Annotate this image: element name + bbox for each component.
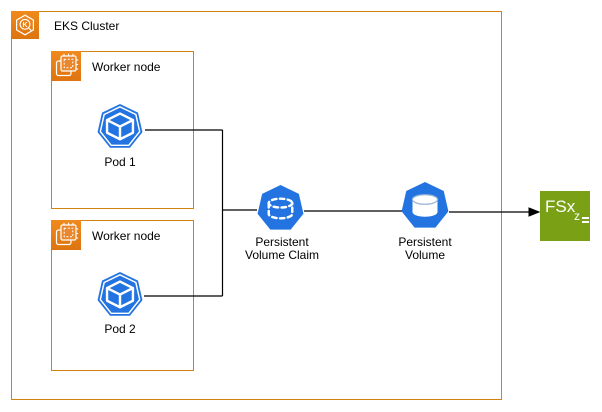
persistent-volume-label: Persistent Volume	[365, 236, 485, 262]
pod-2-label: Pod 2	[104, 322, 136, 336]
eks-cluster-icon: K	[11, 11, 39, 39]
eks-cluster-label: EKS Cluster	[54, 19, 120, 33]
pvc-label-line1: Persistent	[255, 235, 309, 249]
fsx-openzfs-icon: FSx z	[540, 191, 590, 241]
pvc-label-line2: Volume Claim	[244, 248, 320, 262]
fsx-label: FSx	[545, 197, 576, 216]
persistent-volume-claim-icon	[256, 184, 305, 238]
worker-node-2-label: Worker node	[92, 229, 161, 243]
pod-2-icon	[96, 271, 144, 324]
worker-node-2-instance-icon	[51, 220, 81, 250]
ec2-chip-icon	[55, 53, 79, 77]
svg-text:K: K	[22, 22, 27, 29]
worker-node-1-label: Worker node	[92, 60, 161, 74]
eks-hexagon-icon: K	[15, 14, 34, 36]
arrowhead-icon	[528, 207, 541, 217]
eks-cluster-group: K EKS Cluster	[11, 11, 502, 400]
fsx-bar-icon	[582, 221, 589, 223]
pv-label-line1: Persistent	[398, 235, 452, 249]
persistent-volume-claim-label: Persistent Volume Claim	[222, 236, 342, 262]
pod-1-label: Pod 1	[104, 155, 136, 169]
fsx-bar-icon	[582, 217, 589, 219]
fsx-z-subscript: z	[574, 209, 580, 223]
pod-1-icon	[96, 103, 144, 156]
pv-label-line2: Volume	[404, 248, 446, 262]
ec2-chip-icon	[55, 222, 79, 246]
worker-node-1-instance-icon	[51, 51, 81, 81]
worker-node-2-group: Worker node	[51, 220, 194, 371]
persistent-volume-icon	[400, 181, 450, 236]
